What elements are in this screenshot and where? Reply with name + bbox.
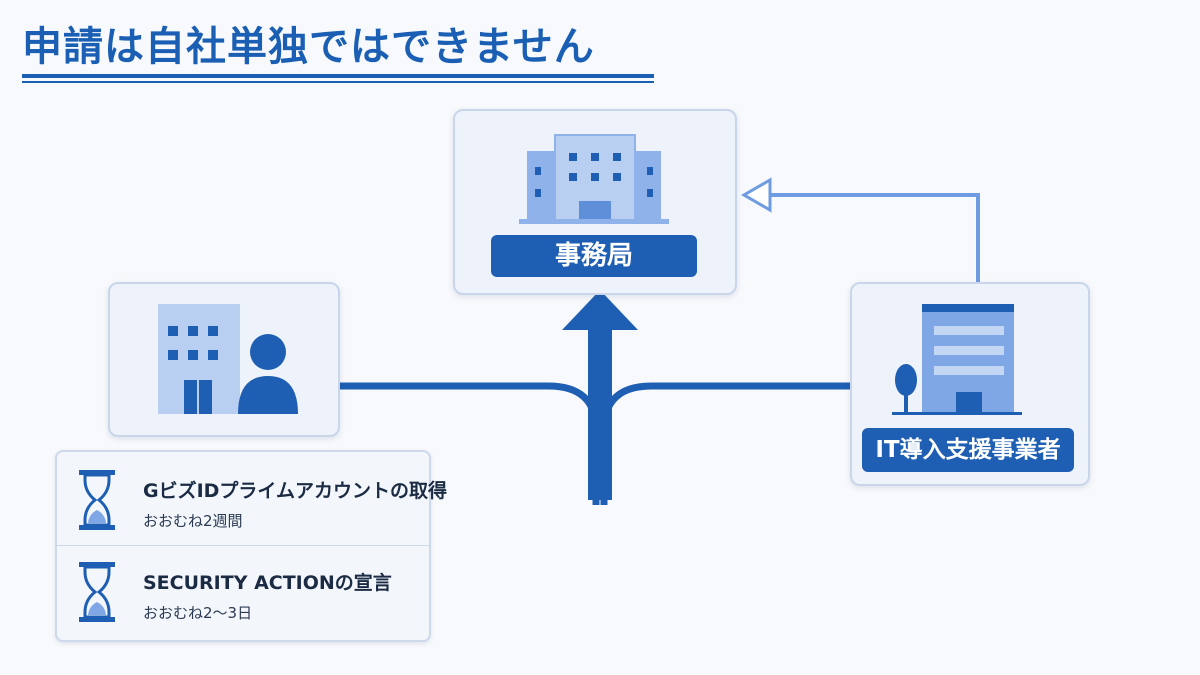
office-label: 事務局 [491, 235, 697, 277]
requirement-item: GビズIDプライムアカウントの取得 おおむね2週間 [57, 452, 447, 545]
vendor-arrow-head [740, 177, 772, 213]
requirement-title: GビズIDプライムアカウントの取得 [143, 480, 448, 502]
government-building-icon [519, 134, 669, 224]
up-arrow-head [562, 290, 638, 330]
vendor-node: IT導入支援事業者 [850, 282, 1090, 486]
title-underline [22, 74, 654, 84]
office-node: 事務局 [453, 109, 737, 295]
page-title: 申請は自社単独ではできません [22, 24, 595, 70]
hourglass-icon [79, 562, 115, 622]
vendor-to-office-arrow [770, 193, 980, 282]
requirement-duration: おおむね2〜3日 [143, 604, 253, 622]
requirement-title: SECURITY ACTIONの宣言 [143, 572, 392, 594]
applicant-node [108, 282, 340, 437]
vendor-flow-line [600, 382, 850, 505]
company-with-person-icon [158, 304, 298, 414]
requirement-duration: おおむね2週間 [143, 512, 243, 530]
flow-trunk [588, 320, 612, 500]
requirements-panel: GビズIDプライムアカウントの取得 おおむね2週間 SECURITY ACTIO… [55, 450, 447, 642]
office-building-with-tree-icon [892, 304, 1022, 415]
vendor-label: IT導入支援事業者 [862, 428, 1074, 472]
requirement-item: SECURITY ACTIONの宣言 おおむね2〜3日 [57, 545, 429, 639]
hourglass-icon [79, 470, 115, 530]
